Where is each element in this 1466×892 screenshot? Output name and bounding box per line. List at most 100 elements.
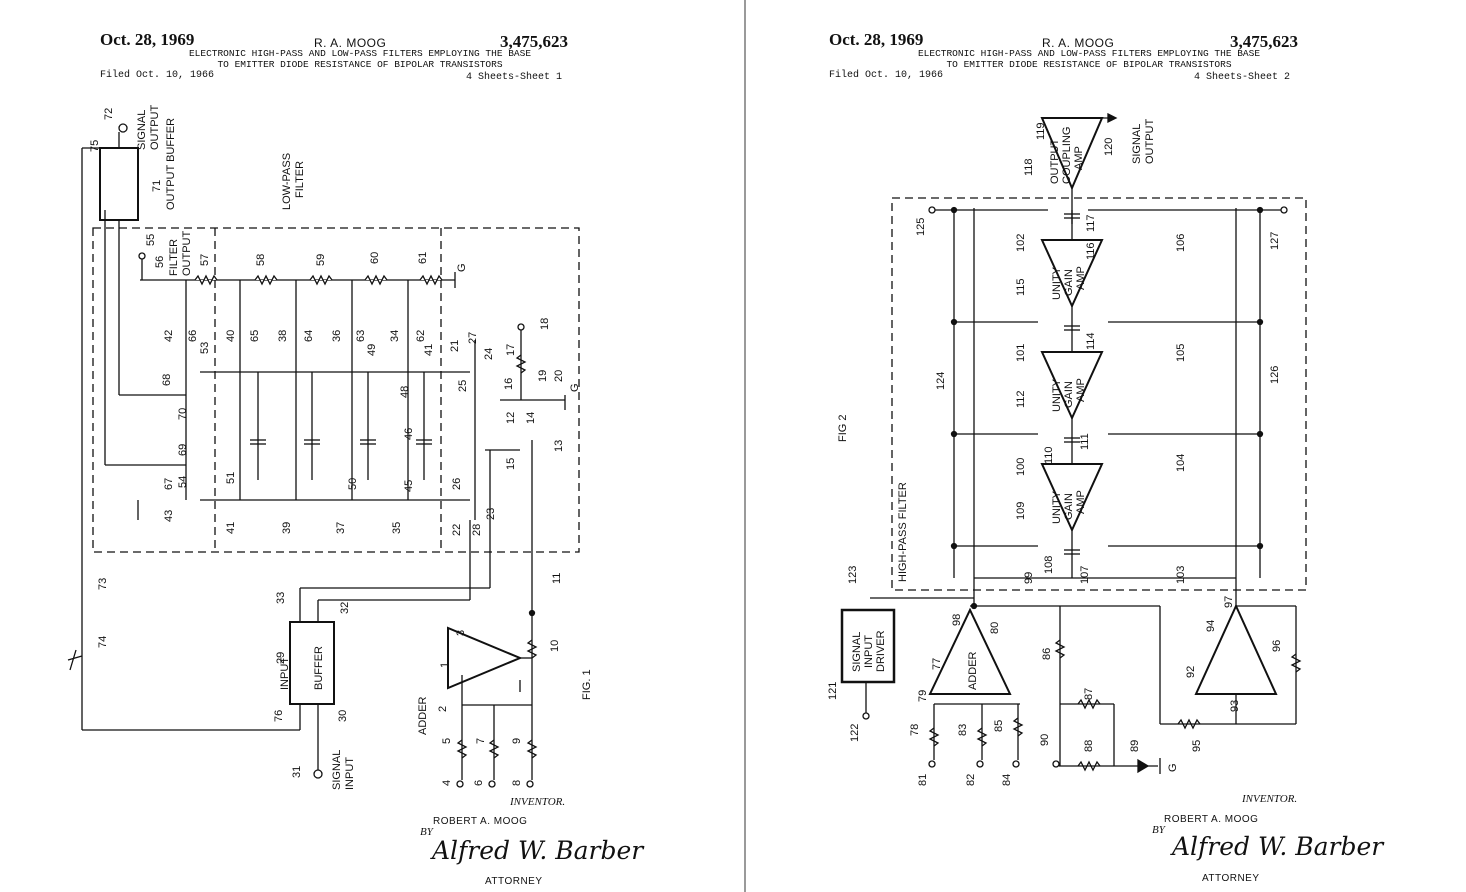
input-buffer-label-1: INPUT <box>279 657 291 690</box>
adder-triangle <box>447 626 523 690</box>
ref-number: 83 <box>957 724 969 736</box>
resistor-95 <box>1177 718 1201 730</box>
ref-number: 28 <box>471 524 483 536</box>
ref-number: 12 <box>505 412 517 424</box>
fig-1-schematic: SIGNAL OUTPUT OUTPUT BUFFER LOW-PASS FIL… <box>67 105 593 790</box>
ref-number: 29 <box>275 652 287 664</box>
ref-number: 58 <box>255 254 267 266</box>
ref-number: 106 <box>1175 234 1187 252</box>
ref-number: 55 <box>145 234 157 246</box>
terminal-81 <box>928 760 936 768</box>
resistor-61 <box>419 274 443 286</box>
ref-number: 93 <box>1229 700 1241 712</box>
input-buffer-label-2: BUFFER <box>313 646 325 690</box>
ref-number: 38 <box>277 330 289 342</box>
ref-number: 46 <box>403 428 415 440</box>
ref-number: 97 <box>1223 596 1235 608</box>
attorney-label: ATTORNEY <box>1202 873 1260 884</box>
ref-number: 126 <box>1269 366 1281 384</box>
inventor-name: ROBERT A. MOOG <box>433 816 528 827</box>
ref-number: 127 <box>1269 232 1281 250</box>
terminal-125 <box>928 206 936 214</box>
attorney-signature: Alfred W. Barber <box>1172 832 1384 861</box>
signal-input-driver-label-3: DRIVER <box>875 630 887 672</box>
ref-number: 39 <box>281 522 293 534</box>
junction <box>970 602 978 610</box>
ref-number: 77 <box>931 658 943 670</box>
ref-number: 90 <box>1039 734 1051 746</box>
inventor-label: INVENTOR. <box>1242 793 1298 805</box>
filed-date: Filed Oct. 10, 1966 <box>829 70 944 81</box>
ref-number: 8 <box>511 780 523 786</box>
input-buffer-box <box>289 621 335 705</box>
ref-number: 3 <box>455 630 467 636</box>
ref-number: 31 <box>291 766 303 778</box>
resistor-59 <box>309 274 333 286</box>
ref-number: 99 <box>1023 572 1035 584</box>
ref-number: 6 <box>473 780 485 786</box>
ref-number: 109 <box>1015 502 1027 520</box>
unity-label: UNITY <box>1051 378 1063 412</box>
filed-date: Filed Oct. 10, 1966 <box>100 70 215 81</box>
ref-number: 65 <box>249 330 261 342</box>
resistor-83 <box>976 727 988 747</box>
ref-number: 26 <box>451 478 463 490</box>
inventor-header: R. A. MOOG <box>1042 36 1115 50</box>
ref-number: 69 <box>177 444 189 456</box>
ref-number: 34 <box>389 330 401 342</box>
ref-number: 40 <box>225 330 237 342</box>
ref-number: 56 <box>154 256 166 268</box>
signal-output-label-1: SIGNAL <box>136 110 148 150</box>
patent-title-line-1: ELECTRONIC HIGH-PASS AND LOW-PASS FILTER… <box>917 48 1261 59</box>
gain-label: GAIN <box>1063 381 1075 408</box>
signal-input-driver-box <box>840 608 896 684</box>
patent-date: Oct. 28, 1969 <box>829 30 924 49</box>
terminal-82 <box>976 760 984 768</box>
ref-number: 2 <box>437 706 449 712</box>
ref-number: 25 <box>457 380 469 392</box>
high-pass-label: HIGH-PASS FILTER <box>897 482 909 582</box>
ref-number: 21 <box>449 340 461 352</box>
terminal-4 <box>456 780 464 788</box>
ref-number: 102 <box>1015 234 1027 252</box>
filter-output-terminal <box>138 252 146 260</box>
resistor-88 <box>1077 760 1101 772</box>
filter-output-label-1: FILTER <box>168 239 180 276</box>
ref-number: 124 <box>935 372 947 390</box>
ref-number: 94 <box>1205 620 1217 632</box>
ref-number: 125 <box>915 218 927 236</box>
sheet-divider <box>744 0 746 892</box>
ref-number: 41 <box>423 344 435 356</box>
unity-label: UNITY <box>1051 490 1063 524</box>
ref-number: 123 <box>847 566 859 584</box>
ref-number: 88 <box>1083 740 1095 752</box>
transistor-ladder <box>950 206 1264 550</box>
ref-number: 61 <box>417 252 429 264</box>
signal-input-driver-label-2: INPUT <box>863 635 875 668</box>
ref-number: 30 <box>337 710 349 722</box>
ref-number: 42 <box>163 330 175 342</box>
ref-number: 92 <box>1185 666 1197 678</box>
ref-number: 32 <box>339 602 351 614</box>
ref-number: 107 <box>1079 566 1091 584</box>
ref-number: 82 <box>965 774 977 786</box>
terminal-6 <box>488 780 496 788</box>
ref-number: 95 <box>1191 740 1203 752</box>
ref-number: 54 <box>177 476 189 488</box>
ref-number: 111 <box>1079 433 1091 450</box>
adder-label: ADDER <box>967 651 979 690</box>
patent-sheet-1: Oct. 28, 1969 R. A. MOOG 3,475,623 ELECT… <box>67 30 644 887</box>
ref-number: 1 <box>439 662 451 668</box>
junction <box>528 609 536 617</box>
ground-label: G <box>456 263 468 272</box>
transistor-stack <box>185 280 470 501</box>
ref-number: 89 <box>1129 740 1141 752</box>
signal-input-label-2: INPUT <box>344 757 356 790</box>
ref-number: 27 <box>467 332 479 344</box>
terminal-127 <box>1280 206 1288 214</box>
ref-number: 110 <box>1043 446 1055 464</box>
ref-number: 22 <box>451 524 463 536</box>
resistor-87 <box>1077 698 1101 710</box>
by-label: BY <box>1152 824 1165 836</box>
resistor-85 <box>1012 717 1024 737</box>
